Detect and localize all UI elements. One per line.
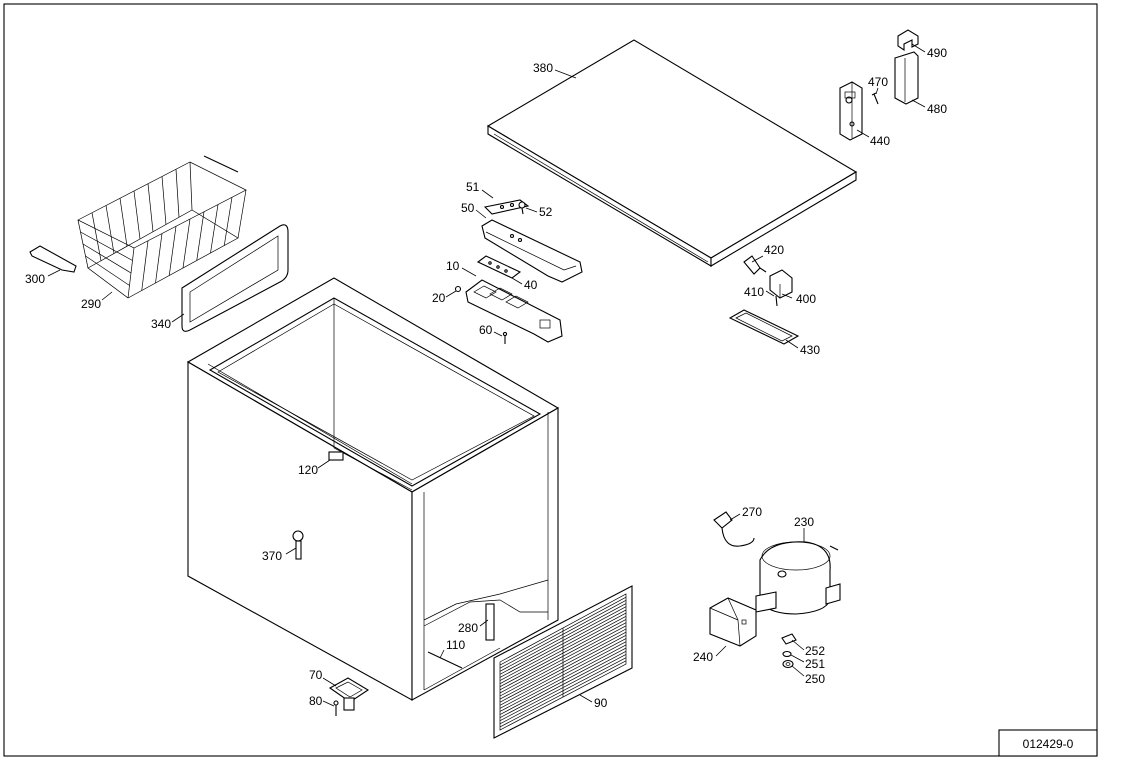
part-handle-base bbox=[465, 279, 563, 343]
callout-20: 20 bbox=[432, 291, 446, 305]
callout-370: 370 bbox=[262, 549, 282, 563]
part-lid bbox=[486, 39, 858, 267]
drawing-number-box: 012429-0 bbox=[998, 729, 1098, 757]
part-relay-box bbox=[709, 597, 757, 647]
callout-410: 410 bbox=[744, 285, 764, 299]
part-basket bbox=[77, 155, 247, 299]
callout-251: 251 bbox=[805, 657, 825, 671]
part-handle-screw-52 bbox=[518, 201, 526, 215]
callout-10: 10 bbox=[446, 259, 460, 273]
callout-280: 280 bbox=[458, 621, 478, 635]
callout-120: 120 bbox=[298, 463, 318, 477]
callout-50: 50 bbox=[461, 201, 475, 215]
part-screw-20 bbox=[454, 285, 462, 293]
callout-230: 230 bbox=[794, 515, 814, 529]
callout-70: 70 bbox=[309, 668, 323, 682]
part-basket-clip bbox=[29, 245, 77, 273]
part-hinge-cap bbox=[897, 29, 919, 52]
callout-400: 400 bbox=[796, 292, 816, 306]
callout-340: 340 bbox=[151, 317, 171, 331]
callout-40: 40 bbox=[524, 278, 538, 292]
part-divider bbox=[181, 224, 289, 332]
part-handle-plate bbox=[483, 199, 530, 215]
callout-80: 80 bbox=[309, 694, 323, 708]
callout-51: 51 bbox=[466, 180, 480, 194]
callout-252: 252 bbox=[805, 644, 825, 658]
callout-90: 90 bbox=[594, 696, 608, 710]
callout-490: 490 bbox=[927, 46, 947, 60]
callout-480: 480 bbox=[927, 102, 947, 116]
callout-52: 52 bbox=[539, 205, 553, 219]
part-screw-410 bbox=[775, 295, 778, 307]
leader-lines bbox=[47, 43, 926, 707]
part-washer-251 bbox=[782, 650, 792, 658]
callout-420: 420 bbox=[764, 243, 784, 257]
callout-380: 380 bbox=[533, 61, 553, 75]
callout-290: 290 bbox=[81, 297, 101, 311]
part-foot bbox=[328, 677, 370, 711]
drawing-border bbox=[3, 3, 1098, 757]
part-switch bbox=[769, 269, 793, 299]
part-control-strip bbox=[476, 255, 522, 279]
callout-110: 110 bbox=[446, 638, 465, 652]
callout-270: 270 bbox=[742, 505, 762, 519]
part-screw-60 bbox=[502, 331, 508, 344]
part-cabinet bbox=[186, 277, 560, 701]
part-hinge-cover bbox=[894, 51, 919, 105]
part-light-cover bbox=[728, 309, 800, 345]
callout-labels: 380 490 470 480 440 51 52 50 10 40 20 60… bbox=[25, 46, 947, 710]
part-screw-470 bbox=[871, 92, 879, 105]
callout-430: 430 bbox=[800, 343, 820, 357]
callout-240: 240 bbox=[693, 650, 713, 664]
callout-60: 60 bbox=[479, 323, 493, 337]
part-handle bbox=[481, 219, 583, 283]
callout-250: 250 bbox=[805, 672, 825, 686]
part-grommet-252 bbox=[781, 633, 797, 645]
part-grille bbox=[493, 585, 633, 739]
part-compressor bbox=[755, 541, 841, 615]
callout-470: 470 bbox=[868, 75, 888, 89]
callout-300: 300 bbox=[25, 272, 45, 286]
part-nut-250 bbox=[782, 659, 794, 669]
callout-440: 440 bbox=[870, 134, 890, 148]
drawing-number: 012429-0 bbox=[1023, 737, 1074, 751]
part-power-cable bbox=[713, 511, 755, 547]
part-lamp bbox=[743, 255, 767, 275]
part-hinge bbox=[839, 81, 863, 141]
part-screw-80 bbox=[333, 700, 339, 716]
